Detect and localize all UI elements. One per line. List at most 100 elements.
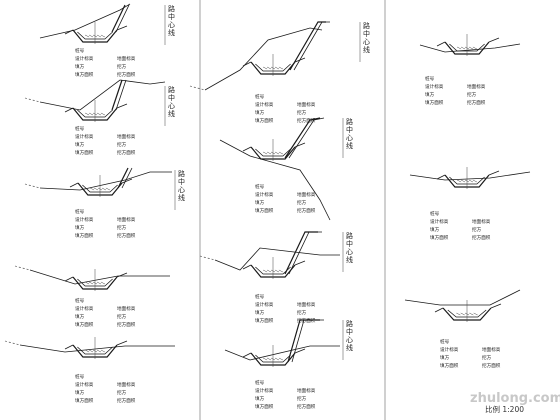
ditch-hatch	[278, 151, 284, 155]
side-slope	[294, 260, 306, 266]
center-label-char: 线	[168, 109, 175, 118]
section-label: 填方面积	[255, 207, 274, 214]
center-label-char: 心	[346, 336, 353, 344]
cross-section: 桩号设计标高地面标高填方挖方填方面积挖方面积	[419, 34, 521, 106]
side-slope	[64, 107, 74, 113]
section-label: 挖方面积	[472, 234, 491, 241]
center-label-char: 路	[178, 169, 185, 178]
cross-section: 路中心线桩号设计标高地面标高填方挖方填方面积挖方面积	[219, 117, 353, 221]
section-label: 地面标高	[467, 83, 486, 90]
ditch-hatch	[468, 179, 474, 183]
ditch-hatch	[262, 357, 268, 361]
section-label: 挖方	[467, 91, 477, 98]
section-label: 桩号	[255, 93, 265, 100]
section-label: 填方	[75, 224, 85, 231]
section-label: 地面标高	[297, 101, 316, 108]
center-label-char: 心	[363, 38, 370, 46]
section-label: 挖方	[297, 309, 307, 316]
section-label: 桩号	[430, 210, 440, 217]
section-label: 桩号	[255, 183, 265, 190]
section-label: 挖方面积	[482, 362, 501, 369]
section-label: 挖方	[297, 199, 307, 206]
section-label: 桩号	[425, 75, 435, 82]
section-label: 挖方面积	[297, 117, 316, 124]
center-label-char: 线	[346, 343, 353, 352]
ditch-hatch	[262, 151, 268, 155]
center-label-char: 中	[363, 29, 370, 38]
section-label: 桩号	[75, 47, 85, 54]
road-slope-inner	[293, 21, 330, 71]
ditch-hatch	[278, 357, 284, 361]
section-label: 挖方面积	[117, 321, 136, 328]
ditch-hatch	[274, 269, 280, 273]
section-label: 填方	[255, 199, 265, 206]
ditch-hatch	[274, 151, 280, 155]
center-label-char: 心	[168, 102, 175, 110]
ground-line	[39, 79, 166, 111]
section-label: 设计标高	[425, 83, 444, 90]
section-label: 填方	[425, 91, 435, 98]
ditch-hatch	[84, 281, 90, 285]
ditch-hatch	[100, 349, 106, 353]
ground-extension	[199, 255, 216, 261]
ditch-hatch	[456, 179, 462, 183]
section-label: 挖方	[482, 354, 492, 361]
road-slope	[284, 117, 321, 159]
center-label-char: 路	[346, 231, 353, 240]
side-slope	[64, 344, 74, 350]
side-slope	[294, 142, 306, 148]
center-label-char: 心	[346, 134, 353, 142]
ground-line	[204, 27, 323, 91]
ditch-hatch	[84, 34, 90, 38]
section-label: 地面标高	[297, 387, 316, 394]
section-label: 填方面积	[75, 321, 94, 328]
section-label: 地面标高	[472, 218, 491, 225]
section-label: 设计标高	[75, 381, 94, 388]
section-label: 挖方	[297, 395, 307, 402]
section-label: 填方面积	[440, 362, 459, 369]
road-slope-inner	[291, 319, 324, 363]
side-slope	[488, 170, 500, 176]
road-slope	[111, 79, 123, 111]
side-slope	[242, 352, 252, 358]
side-slope	[294, 57, 306, 63]
ditch-hatch	[468, 46, 474, 50]
section-label: 设计标高	[75, 216, 94, 223]
road-slope	[117, 167, 129, 189]
road-slope-inner	[121, 167, 133, 189]
side-slope	[242, 61, 252, 67]
center-label-char: 路	[346, 117, 353, 126]
section-label: 地面标高	[482, 346, 501, 353]
cross-section: 路中心线桩号设计标高地面标高填方挖方填方面积挖方面积	[224, 319, 353, 410]
cross-section: 路中心线桩号设计标高地面标高填方挖方填方面积挖方面积	[24, 79, 175, 156]
ground-line	[224, 345, 340, 361]
section-label: 挖方面积	[117, 149, 136, 156]
cross-section: 桩号设计标高地面标高填方挖方填方面积挖方面积	[4, 337, 175, 404]
section-label: 填方	[440, 354, 450, 361]
section-label: 地面标高	[117, 381, 136, 388]
ditch-hatch	[88, 281, 94, 285]
ditch-hatch	[473, 312, 478, 316]
ditch-hatch	[84, 112, 90, 116]
road-slope-inner	[288, 117, 325, 159]
side-slope	[64, 29, 74, 35]
ditch-hatch	[266, 151, 272, 155]
section-label: 挖方	[117, 389, 127, 396]
side-slope	[116, 25, 128, 31]
section-label: 桩号	[440, 338, 450, 345]
center-label-char: 线	[168, 28, 175, 37]
section-label: 挖方面积	[297, 403, 316, 410]
ditch-hatch	[472, 179, 478, 183]
ditch-hatch	[262, 66, 268, 70]
section-label: 挖方	[297, 109, 307, 116]
section-label: 填方	[75, 389, 85, 396]
side-slope	[434, 307, 444, 313]
ditch-hatch	[266, 357, 272, 361]
ditch-hatch	[460, 179, 466, 183]
ditch-hatch	[96, 349, 102, 353]
section-label: 地面标高	[117, 305, 136, 312]
ditch-hatch	[278, 66, 284, 70]
ditch-hatch	[88, 349, 94, 353]
